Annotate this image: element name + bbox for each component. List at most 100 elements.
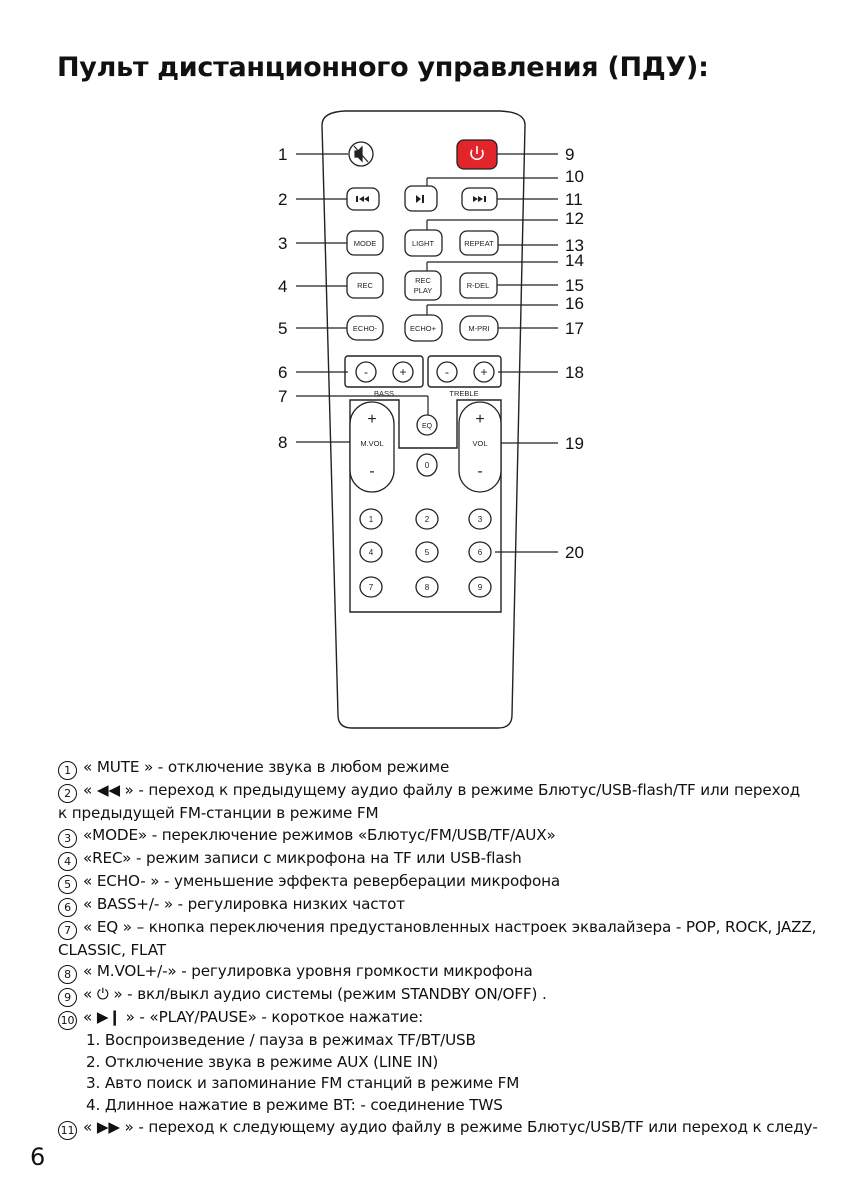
callout-16: 16 [565, 294, 584, 313]
eq-label: EQ [422, 423, 433, 430]
callout-12: 12 [565, 209, 584, 228]
description-text: 1. Воспроизведение / пауза в режимах TF/… [86, 1031, 476, 1050]
digit-2-label: 2 [425, 515, 430, 524]
treble-plus-button[interactable] [473, 361, 495, 383]
repeat-label: REPEAT [464, 239, 494, 248]
treble-minus-label: - [445, 365, 449, 379]
description-text: «MODE» - переключение режимов «Блютус/FM… [83, 825, 556, 844]
description-text: « ECHO- » - уменьшение эффекта ревербера… [83, 871, 561, 890]
item-number-badge: 8 [58, 965, 77, 985]
rdel-button[interactable] [459, 272, 498, 299]
page-title: Пульт дистанционного управления (ПДУ): [57, 52, 709, 83]
description-text: « BASS+/- » - регулировка низких частот [83, 894, 406, 913]
rdel-label: R-DEL [467, 281, 490, 290]
digit-0-button[interactable] [416, 453, 438, 477]
callout-9: 9 [565, 145, 574, 164]
bass-plus-button[interactable] [392, 361, 414, 383]
callout-8: 8 [278, 433, 287, 452]
rec-play-button[interactable] [404, 270, 442, 301]
bass-minus-label: - [364, 365, 368, 379]
digit-6-label: 6 [478, 548, 483, 557]
rec-label: REC [357, 281, 373, 290]
button-descriptions: 1« MUTE » - отключение звука в любом реж… [58, 757, 818, 1140]
digit-6-button[interactable] [468, 541, 492, 563]
mode-button[interactable] [346, 230, 384, 256]
callout-lines [296, 153, 558, 553]
digit-4-button[interactable] [359, 541, 383, 563]
callout-7: 7 [278, 387, 287, 406]
mode-label: MODE [354, 239, 377, 248]
callout-6: 6 [278, 363, 287, 382]
bass-plus-label: + [399, 365, 406, 379]
digit-7-button[interactable] [359, 576, 383, 598]
eq-button[interactable] [416, 414, 438, 436]
description-line: 2 « ◀◀ » - переход к предыдущему аудио фа… [58, 780, 818, 803]
digit-5-label: 5 [425, 548, 430, 557]
volume-keypad-frame [349, 399, 502, 613]
bass-minus-button[interactable] [355, 361, 377, 383]
page-number: 6 [30, 1143, 46, 1171]
callout-3: 3 [278, 234, 287, 253]
item-number-badge: 6 [58, 897, 77, 917]
callout-18: 18 [565, 363, 584, 382]
item-number-badge: 3 [58, 828, 77, 848]
power-button[interactable] [456, 139, 498, 170]
digit-5-button[interactable] [415, 541, 439, 563]
digit-0-label: 0 [425, 461, 430, 470]
item-number-badge: 4 [58, 851, 77, 871]
digit-9-button[interactable] [468, 576, 492, 598]
description-line: 8« M.VOL+/-» - регулировка уровня громко… [58, 961, 818, 985]
item-number-badge: 10 [58, 1011, 77, 1031]
description-line: 4. Длинное нажатие в режиме BT: - соедин… [58, 1095, 818, 1117]
mic-volume-rocker[interactable] [349, 401, 395, 493]
mvol-minus-label: - [369, 463, 374, 480]
mpri-button[interactable] [459, 315, 499, 341]
echo-minus-button[interactable] [346, 315, 384, 341]
rec-button[interactable] [346, 272, 384, 299]
treble-plus-label: + [480, 365, 487, 379]
treble-minus-button[interactable] [436, 361, 458, 383]
item-number-badge: 11 [58, 1120, 77, 1140]
description-text: CLASSIC, FLAT [58, 940, 166, 959]
description-text: « ⏻ » - вкл/выкл аудио системы (режим ST… [83, 985, 547, 1004]
description-line: 7« EQ » – кнопка переключения предустано… [58, 917, 818, 940]
digit-2-button[interactable] [415, 508, 439, 530]
echo-plus-label: ECHO+ [410, 324, 437, 333]
digit-3-label: 3 [478, 515, 483, 524]
rec-play-label-2: PLAY [414, 286, 433, 295]
callout-10: 10 [565, 167, 584, 186]
item-number-badge: 2 [58, 784, 77, 803]
next-icon [473, 196, 486, 202]
digit-3-button[interactable] [468, 508, 492, 530]
vol-minus-label: - [477, 463, 482, 480]
power-icon [470, 146, 484, 161]
callout-2: 2 [278, 190, 287, 209]
repeat-button[interactable] [459, 230, 499, 256]
echo-minus-label: ECHO- [353, 324, 378, 333]
play-pause-icon [416, 195, 424, 203]
description-text: « ◀◀ » - переход к предыдущему аудио фай… [83, 781, 800, 799]
callout-15: 15 [565, 276, 584, 295]
description-line: 6 « BASS+/- » - регулировка низких частот [58, 894, 818, 917]
item-number-badge: 7 [58, 920, 77, 940]
light-label: LIGHT [412, 239, 435, 248]
description-text: 4. Длинное нажатие в режиме BT: - соедин… [86, 1095, 503, 1114]
play-pause-button[interactable] [404, 185, 438, 212]
bass-label: BASS [374, 389, 394, 398]
vol-label: VOL [472, 439, 487, 448]
echo-plus-button[interactable] [404, 314, 443, 342]
volume-rocker[interactable] [458, 401, 502, 493]
digit-1-label: 1 [369, 515, 374, 524]
digit-1-button[interactable] [359, 508, 383, 530]
callout-14: 14 [565, 251, 584, 270]
light-button[interactable] [404, 229, 443, 257]
description-text: 2. Отключение звука в режиме AUX (LINE I… [86, 1052, 439, 1071]
description-text: 3. Авто поиск и запоминание FM станций в… [86, 1074, 520, 1093]
remote-control-diagram: 1 2 3 4 5 6 7 8 9 10 11 12 13 14 15 16 1… [278, 110, 584, 729]
digit-4-label: 4 [369, 548, 374, 557]
digit-8-button[interactable] [415, 576, 439, 598]
description-line: 3. Авто поиск и запоминание FM станций в… [58, 1073, 818, 1095]
digit-7-label: 7 [369, 583, 374, 592]
callout-17: 17 [565, 319, 584, 338]
callout-1: 1 [278, 145, 287, 164]
